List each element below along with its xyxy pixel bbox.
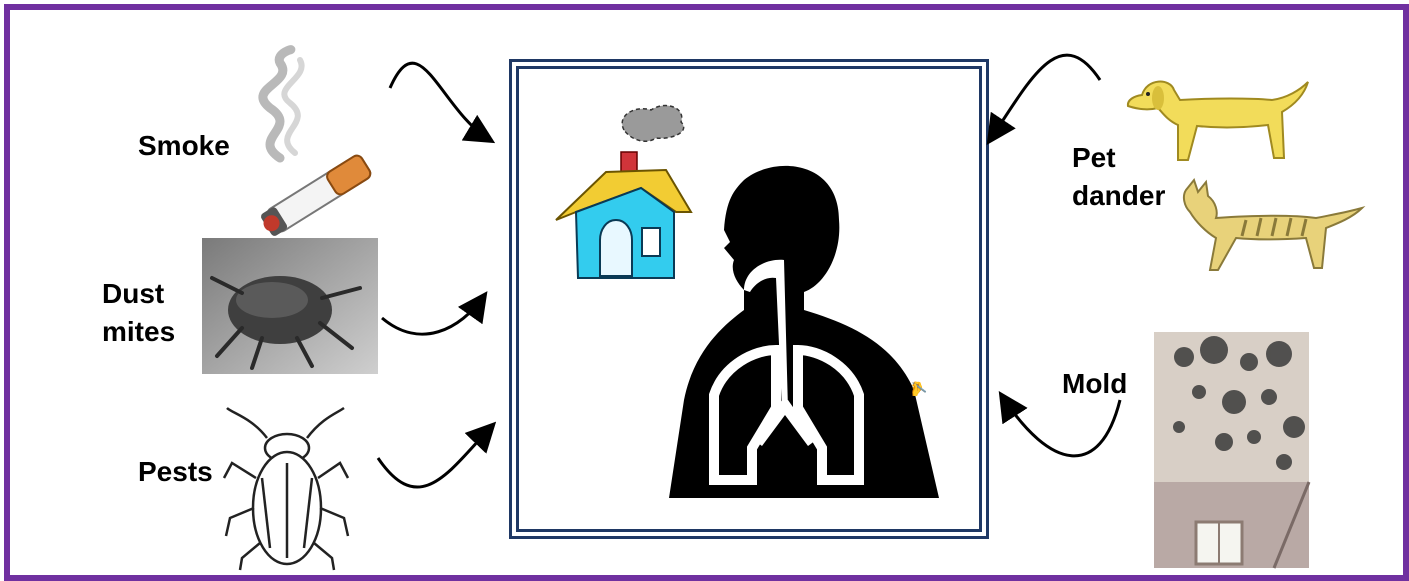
- arrow-mold: [1002, 396, 1120, 456]
- arrow-pests: [378, 426, 492, 487]
- arrow-pet-dander: [990, 55, 1100, 140]
- arrow-dust-mites: [382, 296, 484, 334]
- arrow-smoke: [390, 63, 490, 140]
